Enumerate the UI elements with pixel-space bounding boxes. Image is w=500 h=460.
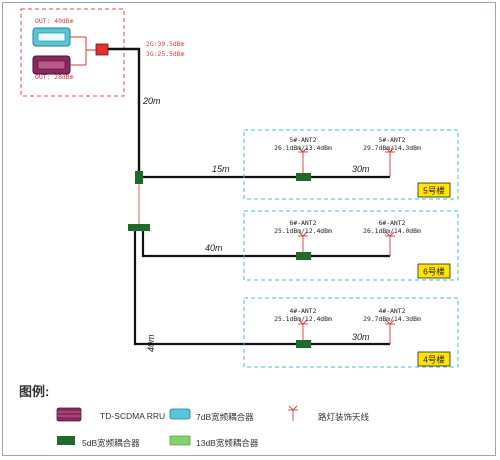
combined-power-3g: 3G:25.5dBm (146, 50, 185, 58)
combined-power-2g: 2G:39.5dBm (146, 40, 185, 48)
trunk-length: 20m (142, 96, 161, 106)
building4-vertical-length: 40m (146, 334, 156, 352)
unit-top-label: OUT: 40dBm (35, 17, 74, 25)
combiner-block (95, 43, 109, 56)
antenna-b5-2 (385, 147, 395, 177)
building5-box (243, 129, 459, 200)
building6-name: 6号楼 (423, 267, 445, 277)
source-unit-top-panel (37, 32, 66, 42)
antenna-b4-1 (298, 319, 308, 340)
source-unit-bottom-panel (37, 60, 66, 70)
legend-swatch-7db (169, 408, 191, 420)
antenna-b6-1-id: 6#-ANT2 (290, 219, 317, 227)
antenna-b6-2 (385, 231, 395, 256)
coupler-junction-2 (128, 224, 150, 231)
building6-branch-length: 40m (205, 243, 223, 253)
legend-swatch-antenna (288, 405, 298, 421)
building4-name: 4号楼 (423, 355, 445, 365)
building5-tag (417, 182, 451, 198)
building4-tag (417, 351, 451, 367)
legend-swatch-13db (169, 435, 191, 446)
legend-label-antenna: 路灯装饰天线 (318, 412, 370, 422)
antenna-b6-2-id: 6#-ANT2 (379, 219, 406, 227)
antenna-b5-1-power: 26.1dBm/13.4dBm (274, 144, 332, 152)
antenna-b5-2-id: 5#-ANT2 (379, 136, 406, 144)
antenna-b6-2-power: 26.1dBm/14.0dBm (363, 227, 421, 235)
coupler-13db-b6 (296, 252, 311, 260)
antenna-b4-2-id: 4#-ANT2 (379, 307, 406, 315)
antenna-b5-1 (298, 147, 308, 173)
antenna-b4-1-power: 25.1dBm/12.4dBm (274, 315, 332, 323)
coupler-13db-b5 (296, 173, 311, 181)
legend-label-7db: 7dB宽频耦合器 (196, 412, 254, 422)
legend-label-13db: 13dB宽频耦合器 (196, 438, 259, 448)
antenna-b5-2-power: 29.7dBm/14.3dBm (363, 144, 421, 152)
antenna-b5-1-id: 5#-ANT2 (290, 136, 317, 144)
antenna-b4-1-id: 4#-ANT2 (290, 307, 317, 315)
antenna-b4-2 (385, 319, 395, 344)
building6-tag (417, 263, 451, 279)
branch-building6 (141, 231, 390, 258)
building4-span-length: 30m (352, 332, 370, 342)
legend-swatch-5db (57, 436, 75, 445)
branch-building4 (133, 231, 390, 346)
building5-span-length: 30m (352, 164, 370, 174)
coupler-5db-1 (135, 171, 143, 184)
antenna-b6-1 (298, 231, 308, 252)
source-equipment-box (20, 8, 125, 97)
legend-label-rru: TD-SCDMA RRU (100, 411, 166, 421)
building5-branch-length: 15m (212, 164, 230, 174)
antenna-b4-2-power: 29.7dBm/14.3dBm (363, 315, 421, 323)
legend-title: 图例: (19, 384, 50, 399)
building4-box (243, 297, 459, 368)
legend-label-5db: 5dB宽频耦合器 (82, 438, 140, 448)
legend-swatch-rru (56, 407, 82, 422)
coupler-13db-b4 (296, 340, 311, 348)
unit-bottom-label: OUT: 28dBm (35, 73, 74, 81)
building5-name: 5号楼 (423, 186, 445, 196)
antenna-b6-1-power: 25.1dBm/12.4dBm (274, 227, 332, 235)
building6-box (243, 210, 459, 281)
trunk-cable (108, 47, 141, 171)
diagram-frame (2, 2, 496, 456)
